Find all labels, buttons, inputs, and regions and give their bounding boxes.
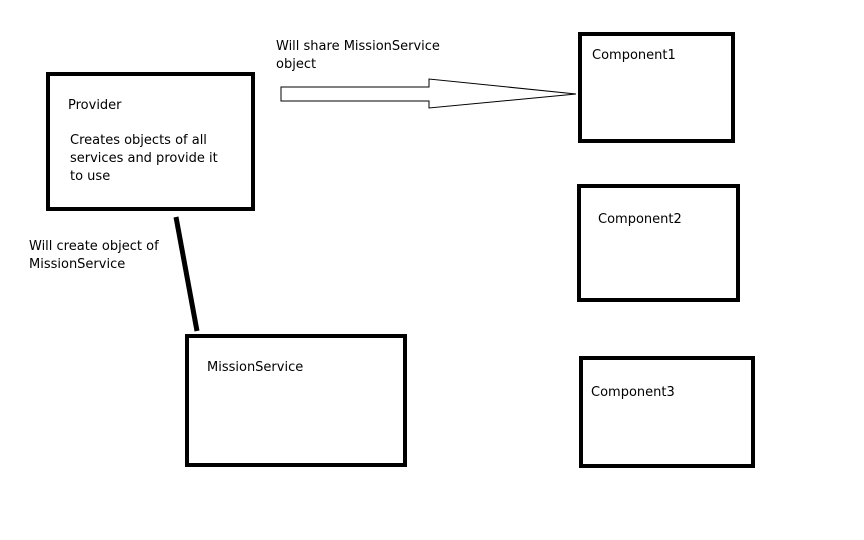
mission-service-title: MissionService: [207, 360, 304, 375]
component3-box: Component3: [579, 356, 755, 468]
provider-description: Creates objects of all services and prov…: [70, 133, 218, 184]
provider-box: Provider Creates objects of all services…: [46, 72, 255, 211]
create-edge-label: Will create object of MissionService: [29, 239, 159, 272]
share-arrow: [280, 78, 577, 109]
provider-title: Provider: [68, 98, 122, 113]
component3-title: Component3: [591, 385, 675, 400]
mission-service-box: MissionService: [185, 334, 407, 467]
component1-box: Component1: [578, 32, 735, 143]
component1-title: Component1: [592, 48, 676, 63]
component2-title: Component2: [598, 212, 682, 227]
share-edge-label: Will share MissionService object: [276, 39, 440, 72]
component2-box: Component2: [577, 184, 740, 302]
create-connector-line: [173, 216, 200, 332]
